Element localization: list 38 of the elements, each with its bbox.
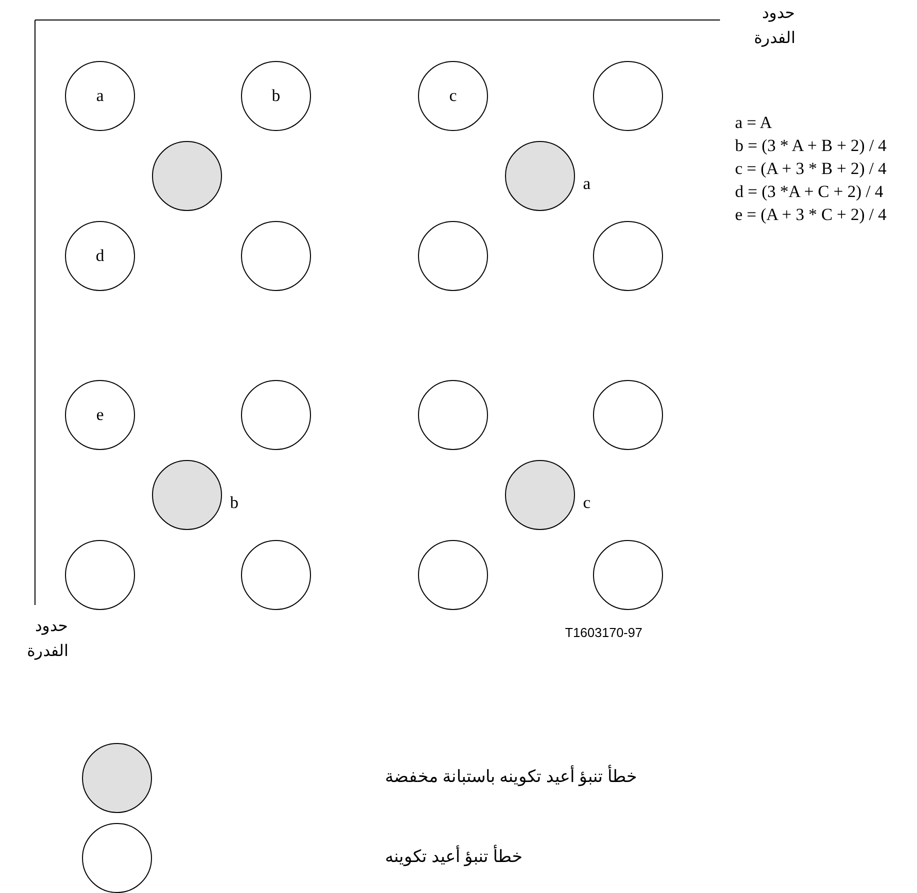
pixel-label: c: [583, 493, 591, 513]
pixel-circle: [152, 460, 222, 530]
pixel-label: b: [272, 86, 280, 106]
pixel-label: b: [230, 493, 238, 513]
pixel-circle: [65, 380, 135, 450]
pixel-circle: [418, 61, 488, 131]
pixel-circle: [593, 221, 663, 291]
figure-id: T1603170-97: [565, 625, 642, 640]
pixel-circle: [152, 141, 222, 211]
pixel-circle: [418, 221, 488, 291]
pixel-circle: [505, 460, 575, 530]
pixel-circle: [593, 380, 663, 450]
pixel-circle: [241, 540, 311, 610]
pixel-circle: [65, 540, 135, 610]
boundary-label: حدود الفدرة: [753, 4, 795, 49]
pixel-label: e: [96, 405, 104, 425]
pixel-circle: [418, 540, 488, 610]
pixel-circle: [593, 61, 663, 131]
pixel-label: a: [583, 174, 591, 194]
pixel-label: a: [96, 86, 104, 106]
pixel-label: c: [449, 86, 457, 106]
legend-label: خطأ تنبؤ أعيد تكوينه: [385, 846, 523, 867]
boundary-label: حدود الفدرة: [26, 617, 68, 662]
pixel-circle: [505, 141, 575, 211]
formula: d = (3 *A + C + 2) / 4: [735, 182, 884, 202]
pixel-label: d: [96, 246, 104, 266]
pixel-circle: [65, 221, 135, 291]
formula: a = A: [735, 113, 772, 133]
formula: c = (A + 3 * B + 2) / 4: [735, 159, 887, 179]
legend-label: خطأ تنبؤ أعيد تكوينه باستبانة مخفضة: [385, 766, 638, 787]
pixel-circle: [241, 380, 311, 450]
pixel-circle: [241, 61, 311, 131]
pixel-circle: [65, 61, 135, 131]
pixel-circle: [241, 221, 311, 291]
formula: b = (3 * A + B + 2) / 4: [735, 136, 887, 156]
formula: e = (A + 3 * C + 2) / 4: [735, 205, 887, 225]
pixel-circle: [593, 540, 663, 610]
pixel-circle: [418, 380, 488, 450]
